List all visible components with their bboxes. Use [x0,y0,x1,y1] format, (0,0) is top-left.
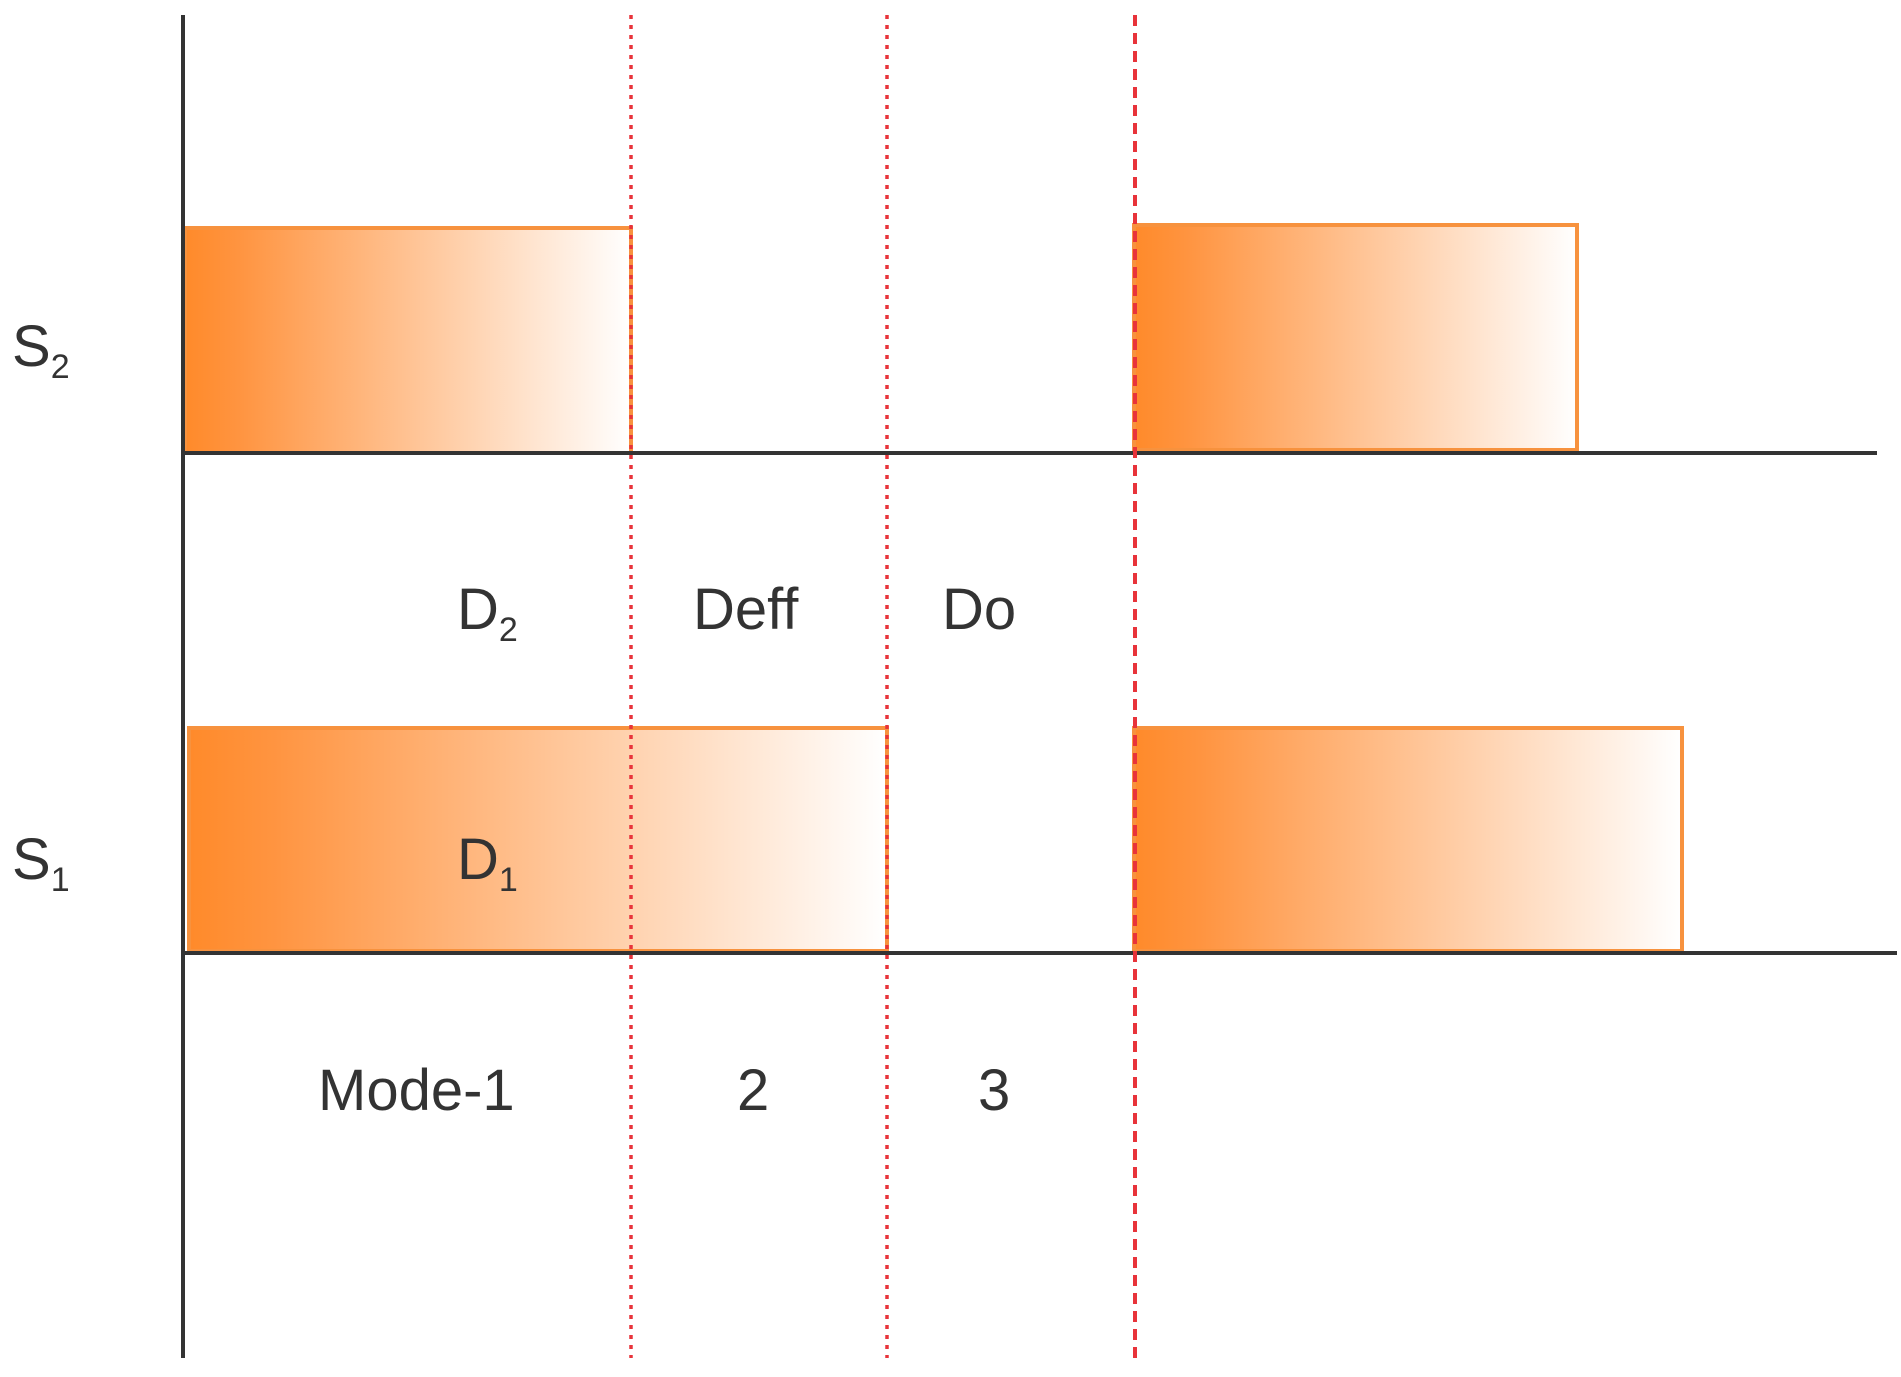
s1-pulse-2 [1132,726,1684,953]
signal-label-s2: S2 [12,314,70,386]
duration-label-d1: D1 [457,827,518,899]
s1-pulse-1 [187,726,889,953]
duration-label-do: Do [942,577,1016,642]
mode-label-2: 2 [737,1058,769,1123]
s2-pulse-1 [183,226,633,455]
duration-label-deff: Deff [693,577,799,642]
mode-label-3: 3 [978,1058,1010,1123]
duration-label-d2: D2 [457,577,518,649]
signal-label-s1: S1 [12,827,70,899]
mode-label-1: Mode-1 [318,1058,515,1123]
s2-pulse-2 [1132,223,1579,452]
